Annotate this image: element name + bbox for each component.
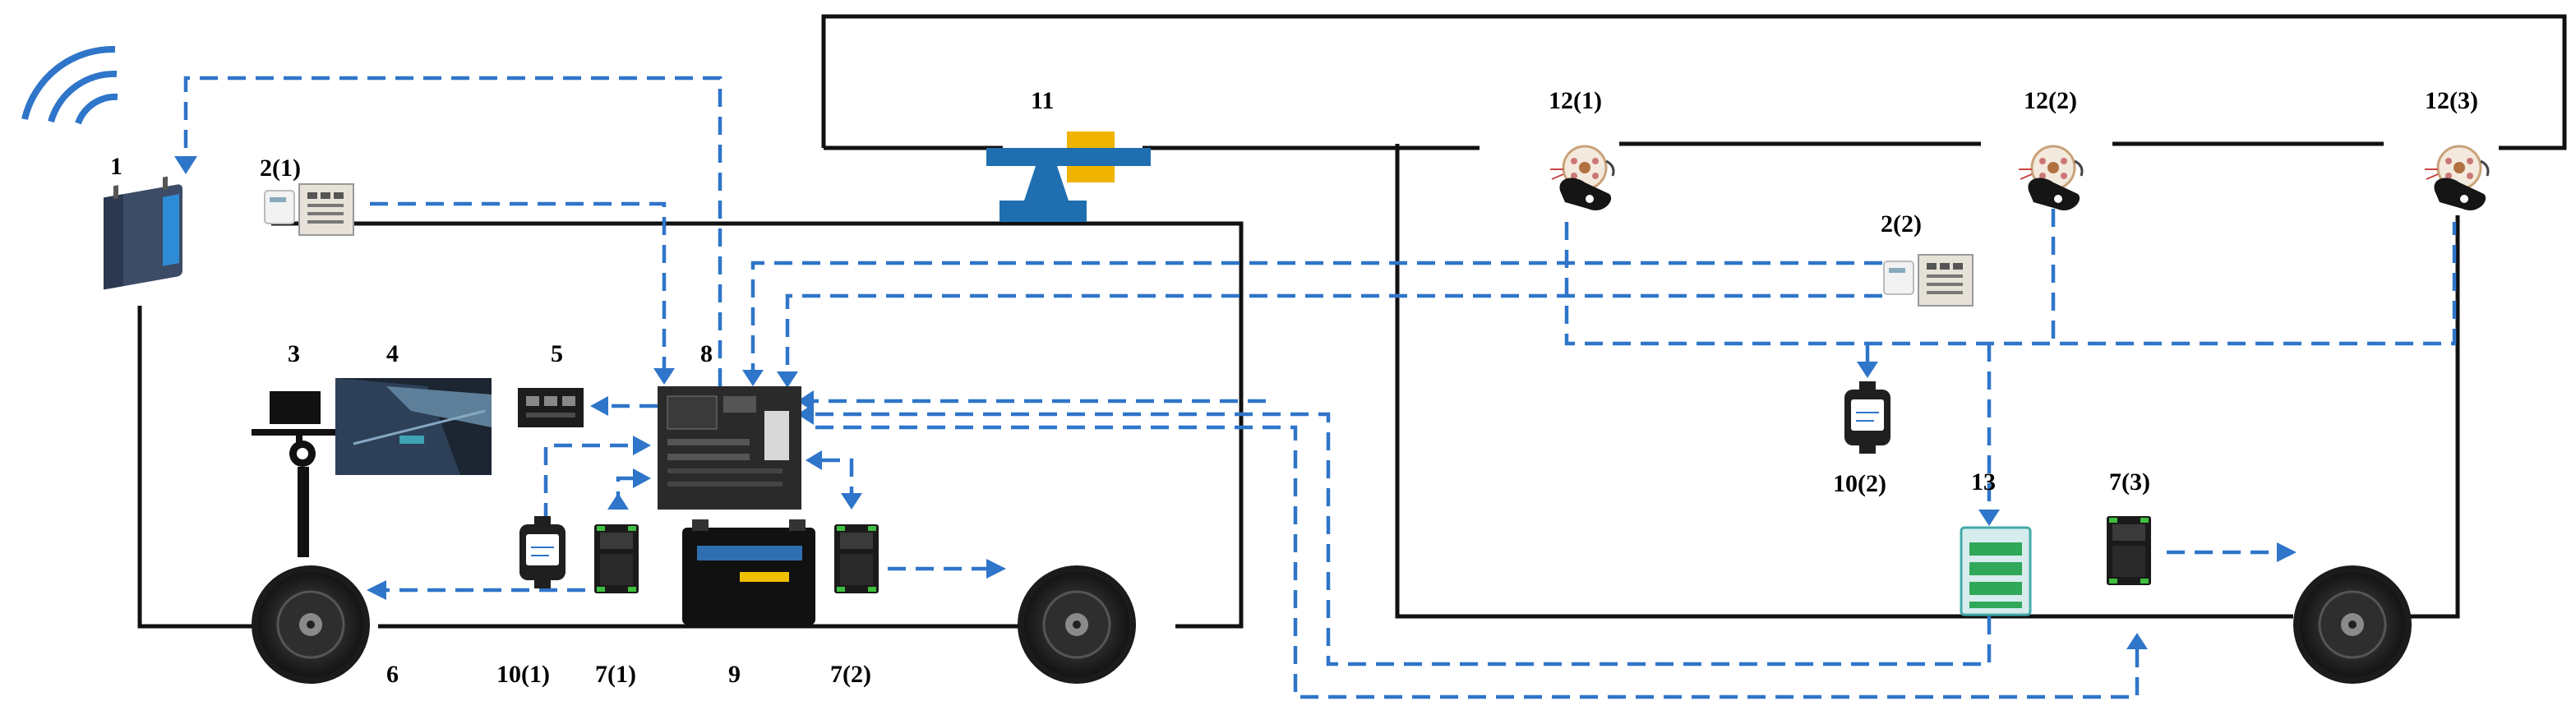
wheel-middle xyxy=(1016,564,1138,685)
label-13: 13 xyxy=(1971,468,1996,496)
battery-pack xyxy=(1960,526,2032,616)
motor-driver-7-1 xyxy=(594,524,639,593)
encoder-12-2 xyxy=(2017,145,2084,212)
label-1: 1 xyxy=(110,153,122,180)
component-labels: 1 2(1) 2(2) 3 4 5 6 7(1) 7(2) 7(3) 8 9 1… xyxy=(110,87,2478,688)
encoder-12-1 xyxy=(1549,145,1615,212)
motor-driver-7-2 xyxy=(834,524,879,593)
label-12-2: 12(2) xyxy=(2024,87,2077,114)
signal-wiring xyxy=(174,76,2457,699)
label-8: 8 xyxy=(700,340,713,367)
label-10-2: 10(2) xyxy=(1833,470,1886,497)
display-screen xyxy=(335,378,492,475)
label-10-1: 10(1) xyxy=(496,661,550,688)
encoder-12-3 xyxy=(2423,145,2490,212)
label-12-3: 12(3) xyxy=(2425,87,2478,114)
relay-module-2-2 xyxy=(1883,254,1974,307)
label-7-2: 7(2) xyxy=(830,661,871,688)
label-9: 9 xyxy=(728,661,741,688)
controller-module xyxy=(518,388,584,427)
label-6: 6 xyxy=(386,661,399,688)
relay-module-2-1 xyxy=(264,183,354,236)
motor-driver-7-3 xyxy=(2107,516,2151,585)
sensor-10-2 xyxy=(1844,381,1891,454)
label-7-3: 7(3) xyxy=(2109,468,2150,496)
label-11: 11 xyxy=(1031,87,1054,114)
label-4: 4 xyxy=(386,340,399,367)
label-2-2: 2(2) xyxy=(1881,210,1922,238)
power-wiring xyxy=(137,14,2567,629)
label-5: 5 xyxy=(551,340,563,367)
wheel-left xyxy=(250,564,372,685)
laptop-stand xyxy=(252,391,340,557)
main-control-board xyxy=(658,386,801,510)
wifi-signal-icon xyxy=(21,45,116,120)
wheel-right xyxy=(2292,564,2413,685)
label-3: 3 xyxy=(288,340,300,367)
wireless-gateway xyxy=(21,45,182,290)
label-2-1: 2(1) xyxy=(260,155,301,182)
label-12-1: 12(1) xyxy=(1549,87,1602,114)
label-7-1: 7(1) xyxy=(595,661,636,688)
hinge-coupling xyxy=(986,131,1151,222)
battery xyxy=(682,519,815,625)
sensor-10-1 xyxy=(519,515,566,589)
